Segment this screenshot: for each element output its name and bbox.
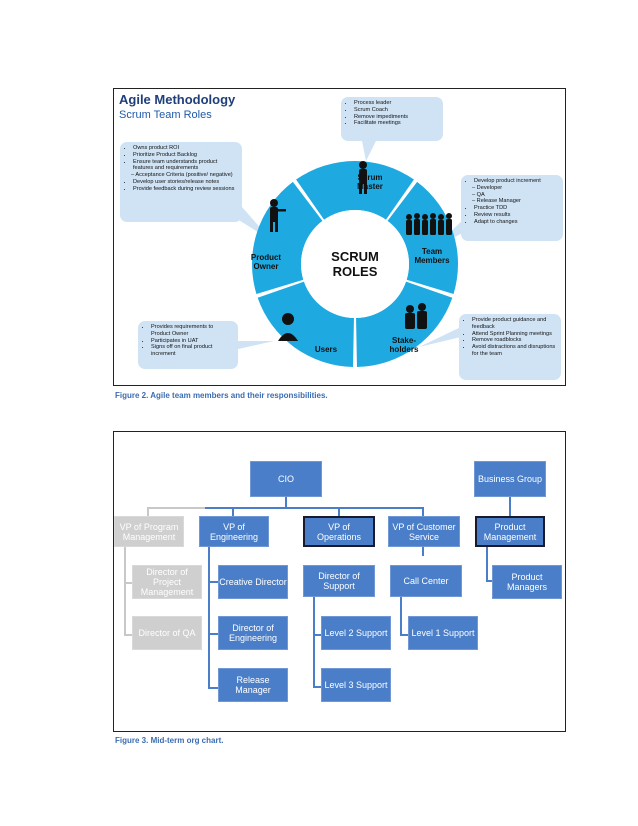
org-node-vp-operations: VP of Operations <box>303 516 375 547</box>
users-segment <box>257 281 354 367</box>
role-label-stakeholders: Stake-holders <box>389 336 419 354</box>
connector-line <box>208 633 218 635</box>
stakeholders-segment <box>356 281 453 367</box>
team-members-bubble: Develop product increment – Developer – … <box>461 175 563 241</box>
org-node-vp-program-management: VP of Program Management <box>114 516 184 547</box>
org-node-cio: CIO <box>250 461 322 497</box>
figure-3-caption: Figure 3. Mid-term org chart. <box>115 736 224 745</box>
connector-line <box>313 634 321 636</box>
connector-line <box>486 580 496 582</box>
bullet: Scrum Coach <box>354 107 438 114</box>
product-owner-bubble: Owns product ROI Prioritize Product Back… <box>120 142 242 222</box>
scrum-roles-figure: Agile Methodology Scrum Team Roles <box>113 88 566 386</box>
connector-line <box>208 581 218 583</box>
bullet: Remove roadblocks <box>472 337 556 344</box>
stakeholders-people-icon <box>405 303 427 329</box>
bullet: Review results <box>474 212 558 219</box>
scrum-master-pointer <box>362 141 376 161</box>
bullet: Provide feedback during review sessions <box>133 186 237 193</box>
bullet: Signs off on final product increment <box>151 344 233 358</box>
connector-line <box>338 507 340 517</box>
org-node-vp-engineering: VP of Engineering <box>199 516 269 547</box>
org-node-product-management: Product Management <box>475 516 545 547</box>
org-node-call-center: Call Center <box>390 565 462 597</box>
bullet: Develop product increment <box>474 178 558 185</box>
connector-line <box>124 634 132 636</box>
scrum-roles-center-label: SCRUM ROLES <box>331 249 379 279</box>
figure-2-caption: Figure 2. Agile team members and their r… <box>115 391 328 400</box>
scrum-ring-diagram <box>229 141 470 367</box>
connector-line <box>422 507 424 517</box>
stakeholders-pointer <box>419 327 461 347</box>
bullet: Adapt to changes <box>474 219 558 226</box>
connector-line <box>232 507 234 517</box>
users-person-icon <box>278 313 298 341</box>
org-node-level-2-support: Level 2 Support <box>321 616 391 650</box>
scrum-master-segment <box>296 160 414 220</box>
scrum-master-person-icon <box>359 161 367 194</box>
org-node-director-support: Director of Support <box>303 565 375 597</box>
bullet: Remove impediments <box>354 114 438 121</box>
connector-line <box>285 496 287 507</box>
stakeholders-bubble: Provide product guidance and feedback At… <box>459 314 561 380</box>
connector-line <box>509 488 511 517</box>
people-icons <box>270 161 452 341</box>
org-node-level-1-support: Level 1 Support <box>408 616 478 650</box>
connector-line <box>124 546 126 636</box>
role-label-users: Users <box>314 345 338 354</box>
org-node-vp-customer-service: VP of Customer Service <box>388 516 460 547</box>
connector-line <box>400 596 402 636</box>
team-members-segment <box>387 181 458 294</box>
ring-segments <box>251 160 458 367</box>
product-owner-segment <box>251 181 323 294</box>
figure-title: Agile Methodology <box>119 92 236 107</box>
scrum-master-bubble: Process leader Scrum Coach Remove impedi… <box>341 97 443 141</box>
users-pointer <box>229 341 274 351</box>
sub-bullet: – Developer <box>472 184 503 191</box>
org-node-creative-director: Creative Director <box>218 565 288 599</box>
bullet: Process leader <box>354 100 438 107</box>
bullet: Practice TDD <box>474 205 558 212</box>
role-label-scrum-master: Scrum Master <box>357 173 383 191</box>
bullet: Avoid distractions and disruptions for t… <box>472 344 556 358</box>
figure-subtitle: Scrum Team Roles <box>119 109 212 121</box>
connector-line <box>422 546 424 556</box>
connector-line <box>313 596 315 688</box>
sub-bullet: – Release Manager <box>472 198 521 205</box>
role-label-team-members: Team Members <box>414 247 450 265</box>
bullet: Provide product guidance and feedback <box>472 317 556 331</box>
org-node-release-manager: Release Manager <box>218 668 288 702</box>
connector-line <box>486 546 488 582</box>
users-bubble: Provides requirements to Product Owner P… <box>138 321 238 369</box>
bullet: Owns product ROI <box>133 145 237 152</box>
bullet: Develop user stories/release notes <box>133 179 237 186</box>
team-members-group-icon <box>406 213 452 235</box>
bullet: Prioritize Product Backlog <box>133 152 237 159</box>
connector-line <box>313 686 321 688</box>
role-label-product-owner: Product Owner <box>250 253 282 271</box>
bullet: Participates in UAT <box>151 338 233 345</box>
connector-line <box>147 507 205 509</box>
bullet: Attend Sprint Planning meetings <box>472 331 556 338</box>
sub-bullet: – Acceptance Criteria (positive/ negativ… <box>131 172 233 179</box>
org-node-director-project-management: Director of Project Management <box>132 565 202 599</box>
org-node-level-3-support: Level 3 Support <box>321 668 391 702</box>
connector-line <box>124 582 132 584</box>
org-chart-figure: CIO Business Group VP of Program Managem… <box>113 431 566 732</box>
connector-line <box>208 687 218 689</box>
org-node-business-group: Business Group <box>474 461 546 497</box>
org-node-director-qa: Director of QA <box>132 616 202 650</box>
bullet: Ensure team understands product features… <box>133 159 237 173</box>
connector-line <box>208 546 210 689</box>
product-owner-person-icon <box>270 199 286 232</box>
bullet: Facilitate meetings <box>354 120 438 127</box>
connector-line <box>400 634 408 636</box>
org-node-director-engineering: Director of Engineering <box>218 616 288 650</box>
sub-bullet: – QA <box>472 191 485 198</box>
connector-line <box>147 507 149 517</box>
connector-line <box>205 507 424 509</box>
ring-center <box>301 210 409 318</box>
org-node-product-managers: Product Managers <box>492 565 562 599</box>
bullet: Provides requirements to Product Owner <box>151 324 233 338</box>
